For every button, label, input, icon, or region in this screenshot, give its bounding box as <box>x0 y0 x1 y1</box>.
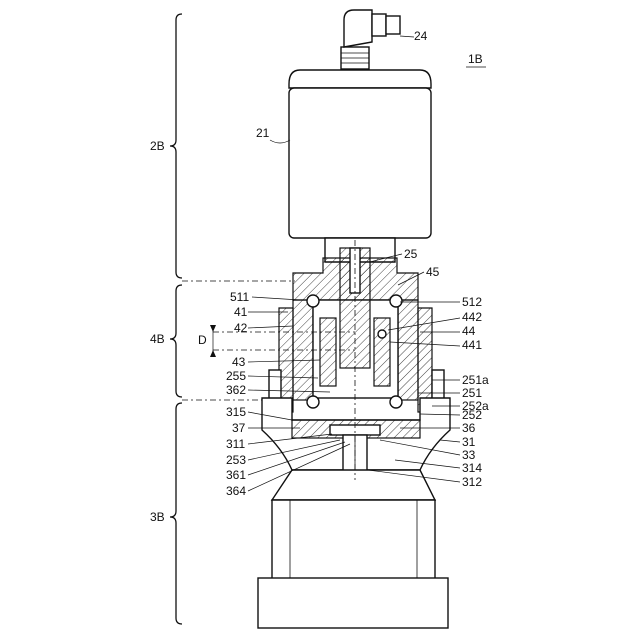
section-label-3b: 3B <box>150 510 165 524</box>
label-511: 511 <box>230 290 249 304</box>
label-42: 42 <box>234 321 248 335</box>
section-label-2b: 2B <box>150 139 165 153</box>
cylinder-21 <box>289 70 431 262</box>
label-45: 45 <box>426 265 440 279</box>
section-brace-3b: 3B <box>150 403 182 624</box>
label-31: 31 <box>462 435 476 449</box>
section-brace-4b: 4B <box>150 285 182 397</box>
label-24: 24 <box>414 29 428 43</box>
label-315: 315 <box>226 405 246 419</box>
label-512: 512 <box>462 295 482 309</box>
label-442: 442 <box>462 310 482 324</box>
figure-label: 1B <box>468 52 483 66</box>
label-312: 312 <box>462 475 482 489</box>
label-251: 251 <box>462 386 482 400</box>
label-36: 36 <box>462 421 476 435</box>
label-251a: 251a <box>462 373 489 387</box>
label-311: 311 <box>226 437 245 451</box>
section-brace-2b: 2B <box>150 14 182 278</box>
label-43: 43 <box>232 355 246 369</box>
label-33: 33 <box>462 448 476 462</box>
label-314: 314 <box>462 461 482 475</box>
elbow-fitting <box>341 10 400 69</box>
label-37: 37 <box>232 421 246 435</box>
label-41: 41 <box>234 305 248 319</box>
label-253: 253 <box>226 453 246 467</box>
label-44: 44 <box>462 324 476 338</box>
section-label-4b: 4B <box>150 332 165 346</box>
dimension-label-d: D <box>198 333 207 347</box>
label-361: 361 <box>226 468 246 482</box>
label-21: 21 <box>256 126 270 140</box>
label-25: 25 <box>404 247 418 261</box>
label-252: 252 <box>462 408 482 422</box>
lower-housing <box>258 398 450 628</box>
label-362: 362 <box>226 383 246 397</box>
label-364: 364 <box>226 484 246 498</box>
label-441: 441 <box>462 338 482 352</box>
label-255: 255 <box>226 369 246 383</box>
